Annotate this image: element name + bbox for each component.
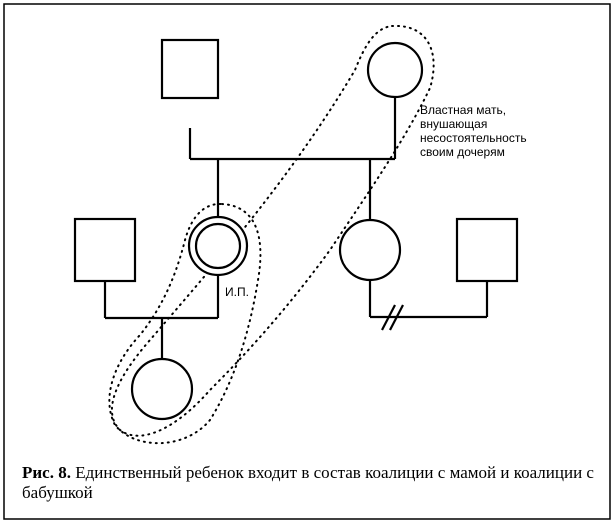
figure-caption: Рис. 8. Единственный ребенок входит в со…: [22, 463, 602, 503]
grandmother-circle: [366, 41, 424, 99]
mother-annotation-line: Властная мать,: [420, 103, 506, 117]
divorce-mark-1: [381, 304, 396, 331]
figure-border: [3, 3, 611, 520]
coalition-outline-mother: [108, 202, 262, 445]
caption-text: Единственный ребенок входит в состав коа…: [22, 463, 594, 502]
coalition-outline-grandmother: [111, 24, 435, 437]
sister-husband-square: [455, 217, 519, 283]
grandfather-square: [160, 38, 220, 100]
relationship-lines: [103, 98, 489, 359]
mother-annotation: Властная мать, внушающая несостоятельнос…: [420, 103, 530, 159]
divorce-mark-2: [389, 304, 404, 331]
mother-annotation-line: своим дочерям: [420, 145, 505, 159]
grandchild-circle: [130, 357, 194, 421]
sister-circle: [338, 218, 402, 282]
ip-husband-square: [73, 217, 137, 283]
mother-annotation-line: внушающая: [420, 117, 487, 131]
caption-number: Рис. 8.: [22, 463, 71, 482]
ip-circle-inner: [194, 222, 242, 270]
mother-annotation-line: несостоятельность: [420, 131, 527, 145]
ip-label: И.П.: [225, 285, 249, 299]
